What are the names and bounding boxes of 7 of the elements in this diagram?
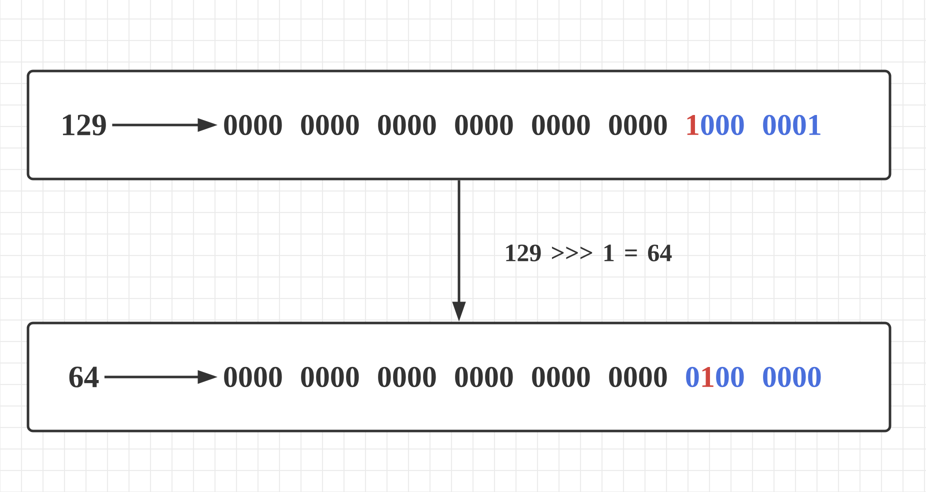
number-label: 64 <box>69 366 99 388</box>
binary-value: 0000 0000 0000 0000 0000 0000 1000 0001 <box>224 114 820 136</box>
number-label: 129 <box>63 114 106 136</box>
binary-value: 0000 0000 0000 0000 0000 0000 0100 0000 <box>224 366 821 388</box>
binary-box <box>26 322 892 432</box>
edge-label: 129 >>> 1 = 64 <box>506 244 672 262</box>
binary-box <box>26 70 892 180</box>
